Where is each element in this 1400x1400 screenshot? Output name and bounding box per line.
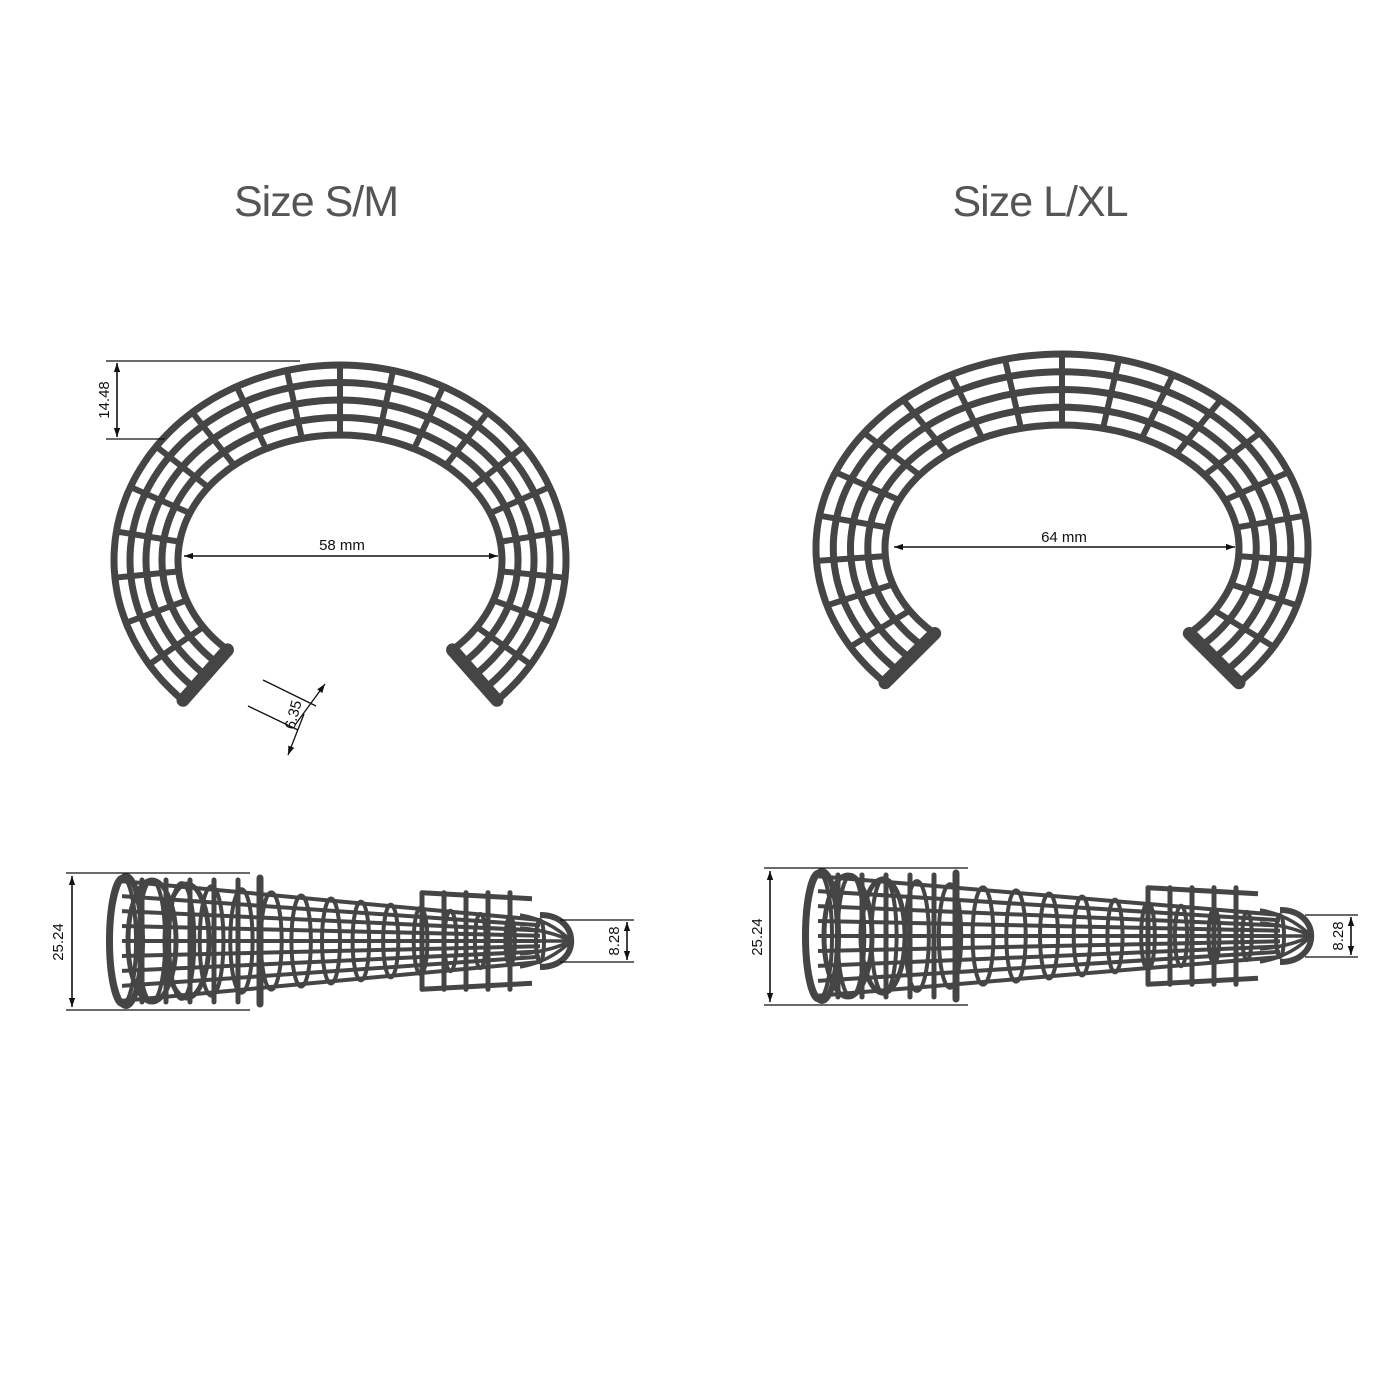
band-width-label-sm: 14.48 <box>96 381 113 419</box>
ring-rib <box>189 409 238 469</box>
cage-rib <box>1004 888 1028 984</box>
cage-rib <box>381 902 401 980</box>
ring-rib <box>127 483 193 517</box>
ring-end-cap <box>446 643 504 707</box>
cage-rib <box>1071 894 1093 978</box>
ring-rib <box>816 512 891 531</box>
ring-rib <box>847 607 913 650</box>
sleeve-rail <box>421 890 533 902</box>
ring-rib <box>1201 429 1264 479</box>
cuff-side-view-lxl <box>802 868 1315 1004</box>
ring-rib <box>111 568 182 581</box>
dimension-tip-height-lxl: 8.28 <box>1305 914 1358 958</box>
cage-rib <box>289 893 313 989</box>
sleeve-rail <box>1147 885 1259 897</box>
cage-barrel-ring <box>125 877 179 1005</box>
cage-tip-wire <box>1259 934 1313 964</box>
sleeve-rail <box>1147 975 1259 987</box>
ring-rib <box>468 443 527 491</box>
ring-rib <box>1221 469 1292 503</box>
cage-rib <box>350 899 372 983</box>
cage-rib <box>970 885 996 987</box>
ring-rib <box>1138 371 1176 442</box>
ring-rib <box>1228 581 1300 609</box>
inner-diameter-label-sm: 58 mm <box>319 537 365 554</box>
cuff-side-view-sm <box>106 873 575 1009</box>
cage-rib <box>936 882 964 990</box>
ring-rib <box>498 568 569 581</box>
ring-rib <box>832 469 903 503</box>
dimension-tip-height-sm: 8.28 <box>560 919 634 963</box>
ring-rib <box>860 429 923 479</box>
cage-rib <box>228 887 255 995</box>
dimension-band-width-sm: 14.48 <box>96 360 300 440</box>
tip-height-label-lxl: 8.28 <box>1330 921 1347 950</box>
dimension-side-height-lxl: 25.24 <box>749 867 968 1006</box>
ring-rib <box>490 597 557 626</box>
size-sm-title: Size S/M <box>233 178 399 226</box>
ring-rib <box>1235 553 1311 564</box>
ring-rib <box>948 371 986 442</box>
cage-rail <box>817 955 1281 998</box>
ring-end-cap <box>1182 626 1246 690</box>
ring-rib <box>824 581 896 609</box>
cage-rib <box>1038 891 1060 981</box>
ring-rib <box>1001 356 1024 432</box>
cage-tip-wire <box>519 939 573 969</box>
ring-rib <box>411 383 447 452</box>
ring-rib <box>1173 396 1224 458</box>
cage-rib <box>1172 903 1190 969</box>
dimension-inner-diameter-sm: 58 mm <box>184 537 498 560</box>
side-height-label-sm: 25.24 <box>50 923 67 961</box>
dimension-tube-size-sm: 6.35 <box>247 679 326 756</box>
tip-height-label-sm: 8.28 <box>606 926 623 955</box>
side-height-label-lxl: 25.24 <box>749 918 766 956</box>
ring-rib <box>375 367 397 442</box>
ring-rib <box>233 383 269 452</box>
ring-rib <box>1100 356 1123 432</box>
cage-rib <box>1240 909 1254 963</box>
cuff-top-view-sm <box>110 361 570 707</box>
dimension-inner-diameter-lxl: 64 mm <box>894 529 1235 551</box>
ring-rib <box>146 623 207 668</box>
tube-size-label-sm: 6.35 <box>282 699 306 732</box>
ring-rib <box>497 528 567 545</box>
ring-end-cap <box>176 643 234 707</box>
ring-rib <box>1211 607 1277 650</box>
ring-end-cap <box>878 626 942 690</box>
cage-barrel-ring <box>821 872 875 1000</box>
ring-rib <box>123 597 190 626</box>
sleeve-rail <box>421 980 533 992</box>
ring-rib <box>283 367 305 442</box>
cage-rib <box>320 896 342 986</box>
ring-rib <box>1233 512 1308 531</box>
ring-rib <box>113 528 183 545</box>
ring-rib <box>813 553 889 564</box>
ring-rib <box>473 623 534 668</box>
size-lxl-title: Size L/XL <box>952 178 1128 226</box>
ring-rib <box>487 483 553 517</box>
ring-rib <box>153 443 212 491</box>
ring-rib <box>442 409 491 469</box>
ring-rail <box>864 403 1260 650</box>
ring-rib <box>900 396 951 458</box>
cuff-top-view-lxl <box>812 350 1312 690</box>
dimension-side-height-sm: 25.24 <box>50 872 250 1011</box>
cage-rail <box>817 874 1281 917</box>
cage-rib <box>1105 897 1125 975</box>
inner-diameter-label-lxl: 64 mm <box>1041 529 1087 546</box>
